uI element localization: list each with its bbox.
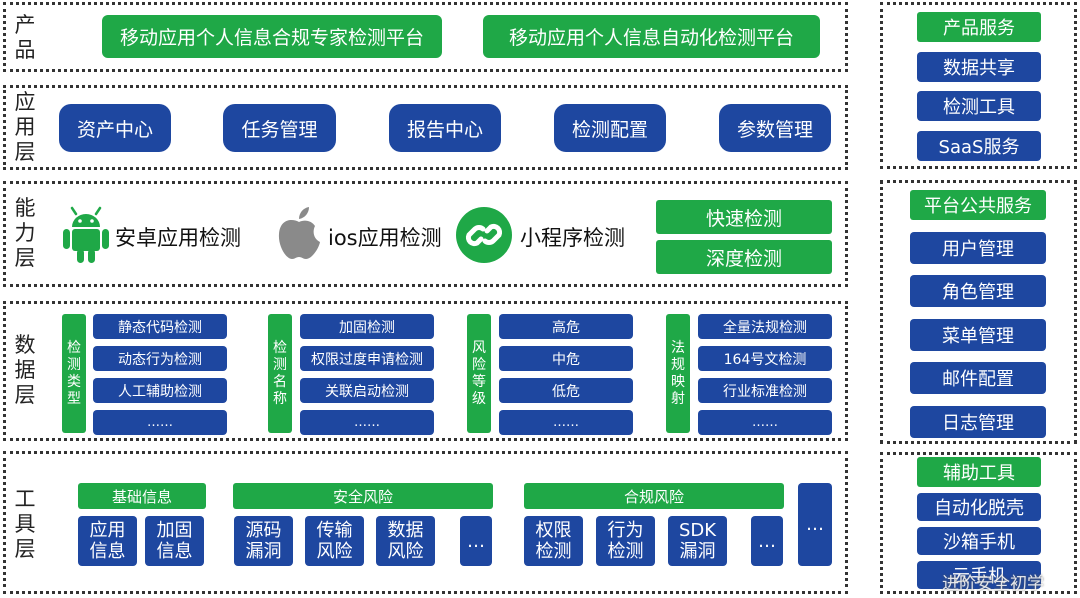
tool-item-more[interactable]: … — [751, 516, 783, 566]
link-icon — [456, 207, 512, 263]
data-item-more[interactable]: …… — [300, 410, 434, 435]
tool-layer-label: 工具层 — [14, 487, 36, 561]
tool-item-sdk-vuln[interactable]: SDK 漏洞 — [668, 516, 727, 566]
app-item-tasks[interactable]: 任务管理 — [223, 104, 336, 152]
android-icon — [63, 206, 109, 263]
side-item-auto-unpack[interactable]: 自动化脱壳 — [917, 493, 1041, 521]
tool-layer — [3, 451, 848, 594]
app-item-reports[interactable]: 报告中心 — [389, 104, 501, 152]
side-item-saas[interactable]: SaaS服务 — [917, 131, 1041, 161]
side-item-menu-mgmt[interactable]: 菜单管理 — [910, 319, 1046, 351]
application-layer — [3, 85, 848, 170]
aux-tools-panel — [880, 452, 1077, 594]
data-item-static-code[interactable]: 静态代码检测 — [93, 314, 227, 339]
app-item-config[interactable]: 检测配置 — [554, 104, 666, 152]
deep-detection-button[interactable]: 深度检测 — [656, 240, 832, 274]
side-item-cloud-phone[interactable]: 云手机 — [917, 561, 1041, 589]
tool-item-hardening-info[interactable]: 加固 信息 — [145, 516, 204, 566]
side-item-mail-config[interactable]: 邮件配置 — [910, 362, 1046, 394]
tool-item-extra[interactable]: … — [798, 483, 832, 566]
data-item-dynamic-behavior[interactable]: 动态行为检测 — [93, 346, 227, 371]
data-item-doc164[interactable]: 164号文检测 — [698, 346, 832, 371]
product-item-auto[interactable]: 移动应用个人信息自动化检测平台 — [483, 15, 820, 58]
tool-item-data-risk[interactable]: 数据 风险 — [376, 516, 435, 566]
side-item-role-mgmt[interactable]: 角色管理 — [910, 275, 1046, 307]
data-item-industry-standard[interactable]: 行业标准检测 — [698, 378, 832, 403]
data-group-title-risk: 风险等级 — [467, 314, 491, 433]
data-group-title-type: 检测类型 — [62, 314, 86, 433]
app-item-assets[interactable]: 资产中心 — [59, 104, 171, 152]
capability-layer — [3, 181, 848, 287]
tool-group-security-risk: 安全风险 — [233, 483, 493, 509]
tool-item-transport-risk[interactable]: 传输 风险 — [305, 516, 364, 566]
data-item-more[interactable]: …… — [698, 410, 832, 435]
data-item-excess-permission[interactable]: 权限过度申请检测 — [300, 346, 434, 371]
application-layer-label: 应用层 — [14, 90, 36, 164]
data-item-medium-risk[interactable]: 中危 — [499, 346, 633, 371]
data-item-high-risk[interactable]: 高危 — [499, 314, 633, 339]
data-item-more[interactable]: …… — [499, 410, 633, 435]
tool-item-behavior-check[interactable]: 行为 检测 — [596, 516, 655, 566]
app-item-params[interactable]: 参数管理 — [719, 104, 831, 152]
apple-icon — [278, 207, 320, 259]
data-item-associated-launch[interactable]: 关联启动检测 — [300, 378, 434, 403]
tool-item-more[interactable]: … — [460, 516, 492, 566]
data-layer-label: 数据层 — [14, 333, 36, 407]
side-item-user-mgmt[interactable]: 用户管理 — [910, 232, 1046, 264]
tool-group-compliance-risk: 合规风险 — [524, 483, 784, 509]
tool-item-permission-check[interactable]: 权限 检测 — [524, 516, 583, 566]
data-item-full-regulation[interactable]: 全量法规检测 — [698, 314, 832, 339]
side-item-detection-tools[interactable]: 检测工具 — [917, 91, 1041, 121]
aux-tools-title: 辅助工具 — [917, 457, 1041, 487]
platform-service-panel — [880, 180, 1077, 444]
miniprogram-detection-label: 小程序检测 — [520, 226, 625, 250]
data-layer — [3, 301, 848, 441]
data-group-title-name: 检测名称 — [268, 314, 292, 433]
side-item-sandbox-phone[interactable]: 沙箱手机 — [917, 527, 1041, 555]
tool-item-source-vuln[interactable]: 源码 漏洞 — [234, 516, 293, 566]
product-item-expert[interactable]: 移动应用个人信息合规专家检测平台 — [102, 15, 442, 58]
product-service-title: 产品服务 — [917, 12, 1041, 42]
data-group-title-regulation: 法规映射 — [666, 314, 690, 433]
tool-group-basic-info: 基础信息 — [78, 483, 206, 509]
fast-detection-button[interactable]: 快速检测 — [656, 200, 832, 234]
platform-service-title: 平台公共服务 — [910, 190, 1046, 220]
ios-detection-label: ios应用检测 — [328, 226, 442, 250]
data-item-more[interactable]: …… — [93, 410, 227, 435]
product-layer-label: 产品 — [14, 13, 36, 62]
product-layer — [3, 2, 848, 72]
side-item-data-sharing[interactable]: 数据共享 — [917, 52, 1041, 82]
side-item-log-mgmt[interactable]: 日志管理 — [910, 406, 1046, 438]
product-service-panel — [880, 2, 1077, 169]
watermark: 进阶安全初学 — [942, 574, 1044, 594]
android-detection-label: 安卓应用检测 — [115, 226, 241, 250]
tool-item-app-info[interactable]: 应用 信息 — [78, 516, 137, 566]
capability-layer-label: 能力层 — [14, 196, 36, 270]
data-item-hardening[interactable]: 加固检测 — [300, 314, 434, 339]
data-item-low-risk[interactable]: 低危 — [499, 378, 633, 403]
data-item-manual-assist[interactable]: 人工辅助检测 — [93, 378, 227, 403]
